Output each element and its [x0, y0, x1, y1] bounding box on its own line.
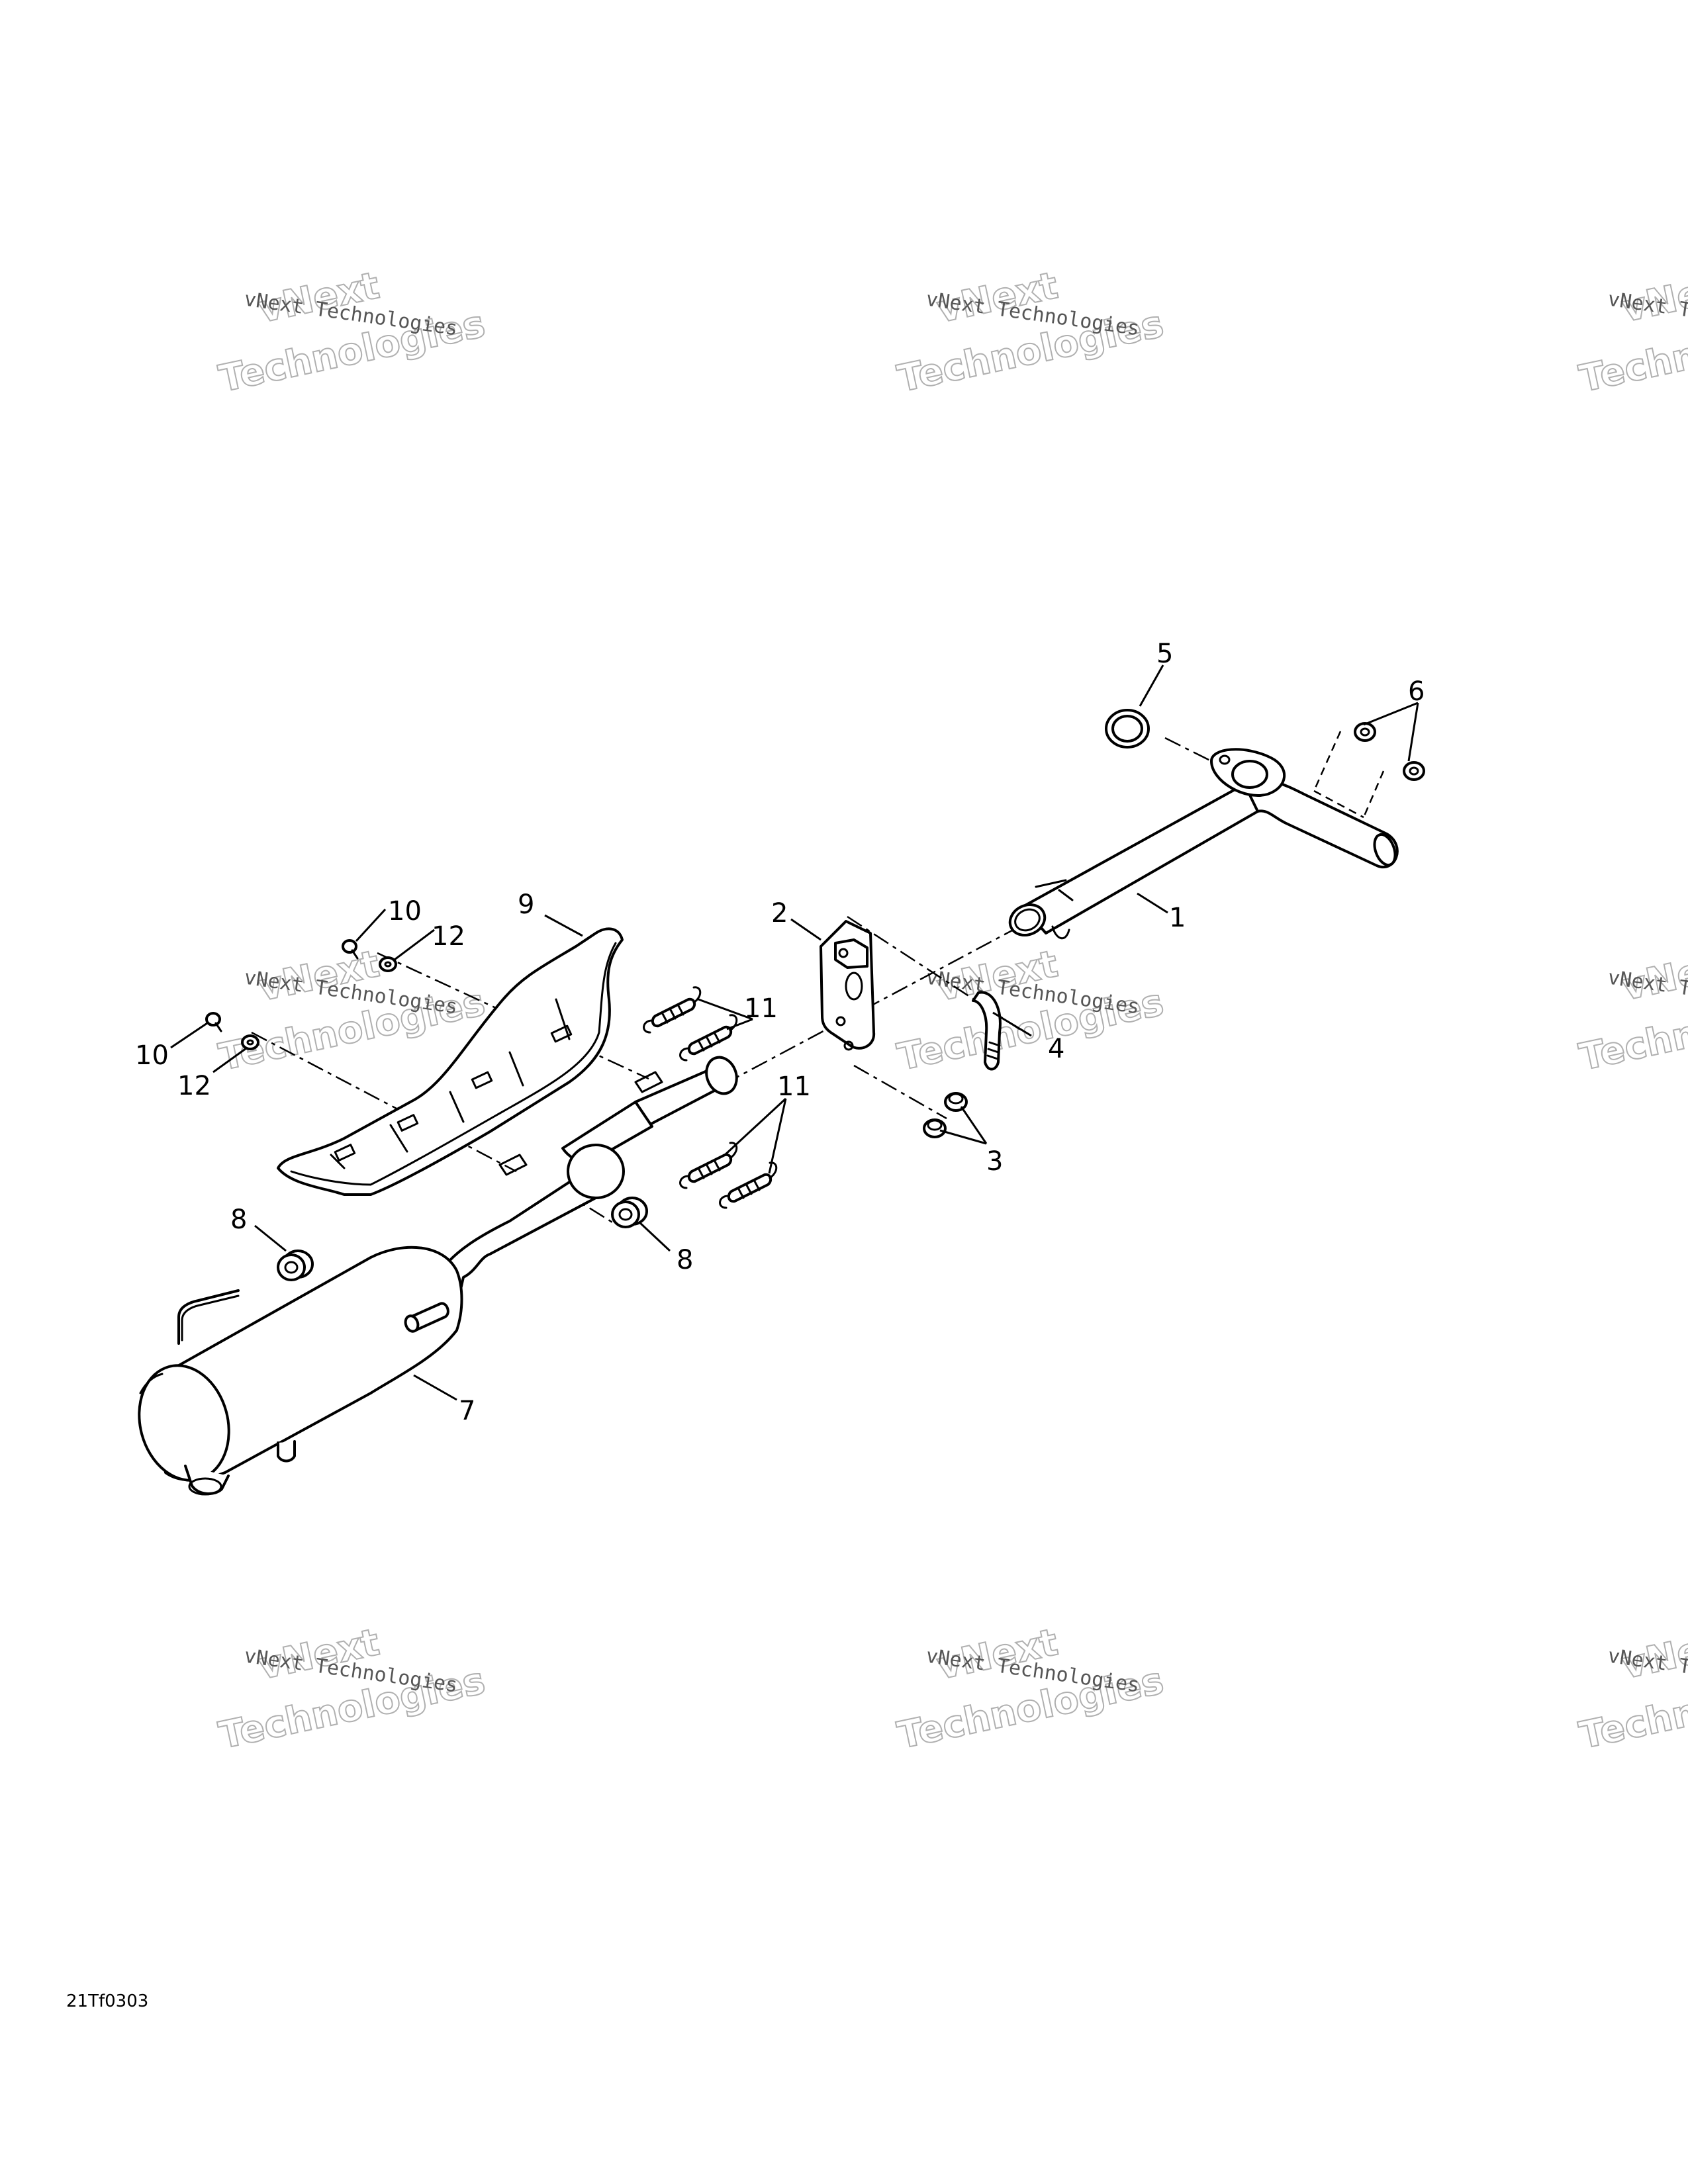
callout-5: 5: [1156, 639, 1173, 669]
leader-10a: [355, 908, 387, 942]
leader-1: [1137, 892, 1168, 914]
part-3-bolts[interactable]: [923, 1092, 968, 1138]
spring-lower-b[interactable]: [719, 1161, 778, 1209]
leader-8b: [637, 1220, 671, 1252]
leader-11b-2: [768, 1098, 787, 1174]
muffler-end-rim: [139, 1373, 164, 1394]
spring-upper-b[interactable]: [679, 1014, 738, 1062]
part-9-heat-shield[interactable]: [277, 927, 624, 1196]
part-5-gasket-ring[interactable]: [1105, 709, 1150, 749]
washer-lower[interactable]: [241, 1034, 259, 1050]
part-1-header-pipe[interactable]: [1005, 748, 1399, 940]
leader-6b: [1407, 702, 1419, 762]
muffler-spigot: [409, 1302, 449, 1332]
bolt-a[interactable]: [944, 1092, 968, 1112]
part-10-screws[interactable]: [205, 939, 359, 1032]
heat-shield-ribs: [330, 998, 571, 1169]
grommet-left[interactable]: [277, 1250, 314, 1281]
header-pipe-tube: [1021, 781, 1267, 934]
figure-code: 21Tf0303: [66, 1991, 148, 2011]
callout-leaders: [170, 664, 1419, 1401]
callout-7: 7: [459, 1396, 475, 1426]
leader-11b-1: [724, 1097, 787, 1156]
screw-upper[interactable]: [342, 939, 359, 960]
centerline-bolts: [853, 1064, 947, 1120]
part-6-flange-nuts[interactable]: [1354, 722, 1425, 781]
callout-8-right: 8: [677, 1245, 693, 1275]
leader-11a-1: [698, 998, 753, 1021]
header-spring-hook-lower: [1051, 925, 1070, 939]
part-8-grommets[interactable]: [277, 1197, 648, 1281]
watermark-mid-center: Technologies vNext vNext Technologies: [893, 942, 1168, 1080]
callout-12-lower: 12: [177, 1071, 211, 1101]
callout-10-lower: 10: [135, 1040, 169, 1071]
clamp-ribs: [986, 1041, 1001, 1060]
watermark-bottom-left: Technologies vNext vNext Technologies: [214, 1620, 489, 1758]
bolt-b[interactable]: [923, 1118, 947, 1138]
part-4-clamp[interactable]: [972, 991, 1002, 1071]
part-12-washers[interactable]: [241, 956, 397, 1050]
part-11-springs[interactable]: [643, 986, 778, 1209]
grommet-right[interactable]: [611, 1197, 648, 1228]
callout-3: 3: [986, 1146, 1003, 1177]
callout-labels: 5 6 1 2 4 3 9 10 12 11 10 12 11 8 8 7: [135, 639, 1425, 1426]
watermark-top-right: Technologies vNext vNext Technologies: [1575, 263, 1688, 402]
part-7-muffler[interactable]: [126, 1053, 741, 1496]
callout-12-upper: 12: [432, 921, 465, 952]
callout-8-left: 8: [230, 1205, 247, 1235]
muffler-stud: [277, 1440, 296, 1463]
leader-3b: [939, 1129, 987, 1145]
watermark-mid-right: Technologies vNext vNext Technologies: [1575, 941, 1688, 1080]
screw-lower[interactable]: [205, 1012, 222, 1032]
callout-6: 6: [1408, 676, 1425, 707]
leader-7: [413, 1374, 457, 1401]
callout-1: 1: [1169, 903, 1186, 933]
flange-nut-b[interactable]: [1403, 761, 1425, 781]
heat-shield-rim: [290, 942, 617, 1186]
callout-4: 4: [1048, 1034, 1064, 1064]
muffler-lugs: [498, 1071, 663, 1176]
leader-8a: [254, 1224, 287, 1252]
leader-10b: [170, 1022, 208, 1049]
watermark-top-left: Technologies vNext vNext Technologies: [214, 263, 489, 402]
leader-9: [544, 914, 583, 937]
spring-upper-a[interactable]: [643, 986, 702, 1034]
leader-11a-2: [726, 1018, 753, 1030]
callout-10-upper: 10: [388, 896, 422, 927]
heat-shield-body: [277, 927, 624, 1196]
leader-12b: [212, 1047, 247, 1073]
watermark-top-center: Technologies vNext vNext Technologies: [893, 263, 1168, 402]
hidden-line-flange-bolts: [1313, 790, 1364, 819]
spring-lower-a[interactable]: [679, 1142, 738, 1189]
callout-9: 9: [518, 889, 534, 920]
callout-2: 2: [771, 898, 788, 929]
leader-5: [1139, 664, 1164, 707]
watermark-group: Technologies vNext vNext Technologies Te…: [214, 263, 1688, 1758]
hidden-line-nut-b: [1362, 770, 1385, 818]
leader-6a: [1363, 702, 1419, 726]
leader-4: [992, 1011, 1032, 1037]
watermark-bottom-center: Technologies vNext vNext Technologies: [893, 1620, 1168, 1758]
callout-11-upper: 11: [744, 993, 778, 1024]
watermark-bottom-right: Technologies vNext vNext Technologies: [1575, 1619, 1688, 1758]
flange-nut-a[interactable]: [1354, 722, 1376, 742]
leader-2: [790, 918, 821, 941]
leader-12a: [394, 929, 435, 961]
washer-upper[interactable]: [379, 956, 397, 972]
leader-3a: [960, 1106, 988, 1144]
muffler-mount-rod: [177, 1289, 240, 1345]
part-2-bracket[interactable]: [820, 920, 876, 1051]
callout-11-lower: 11: [777, 1071, 811, 1102]
bracket-tab: [834, 938, 868, 969]
hidden-line-nut-a: [1313, 731, 1342, 792]
header-spring-hook-upper: [1035, 879, 1074, 901]
watermark-mid-left: Technologies vNext vNext Technologies: [214, 942, 489, 1080]
